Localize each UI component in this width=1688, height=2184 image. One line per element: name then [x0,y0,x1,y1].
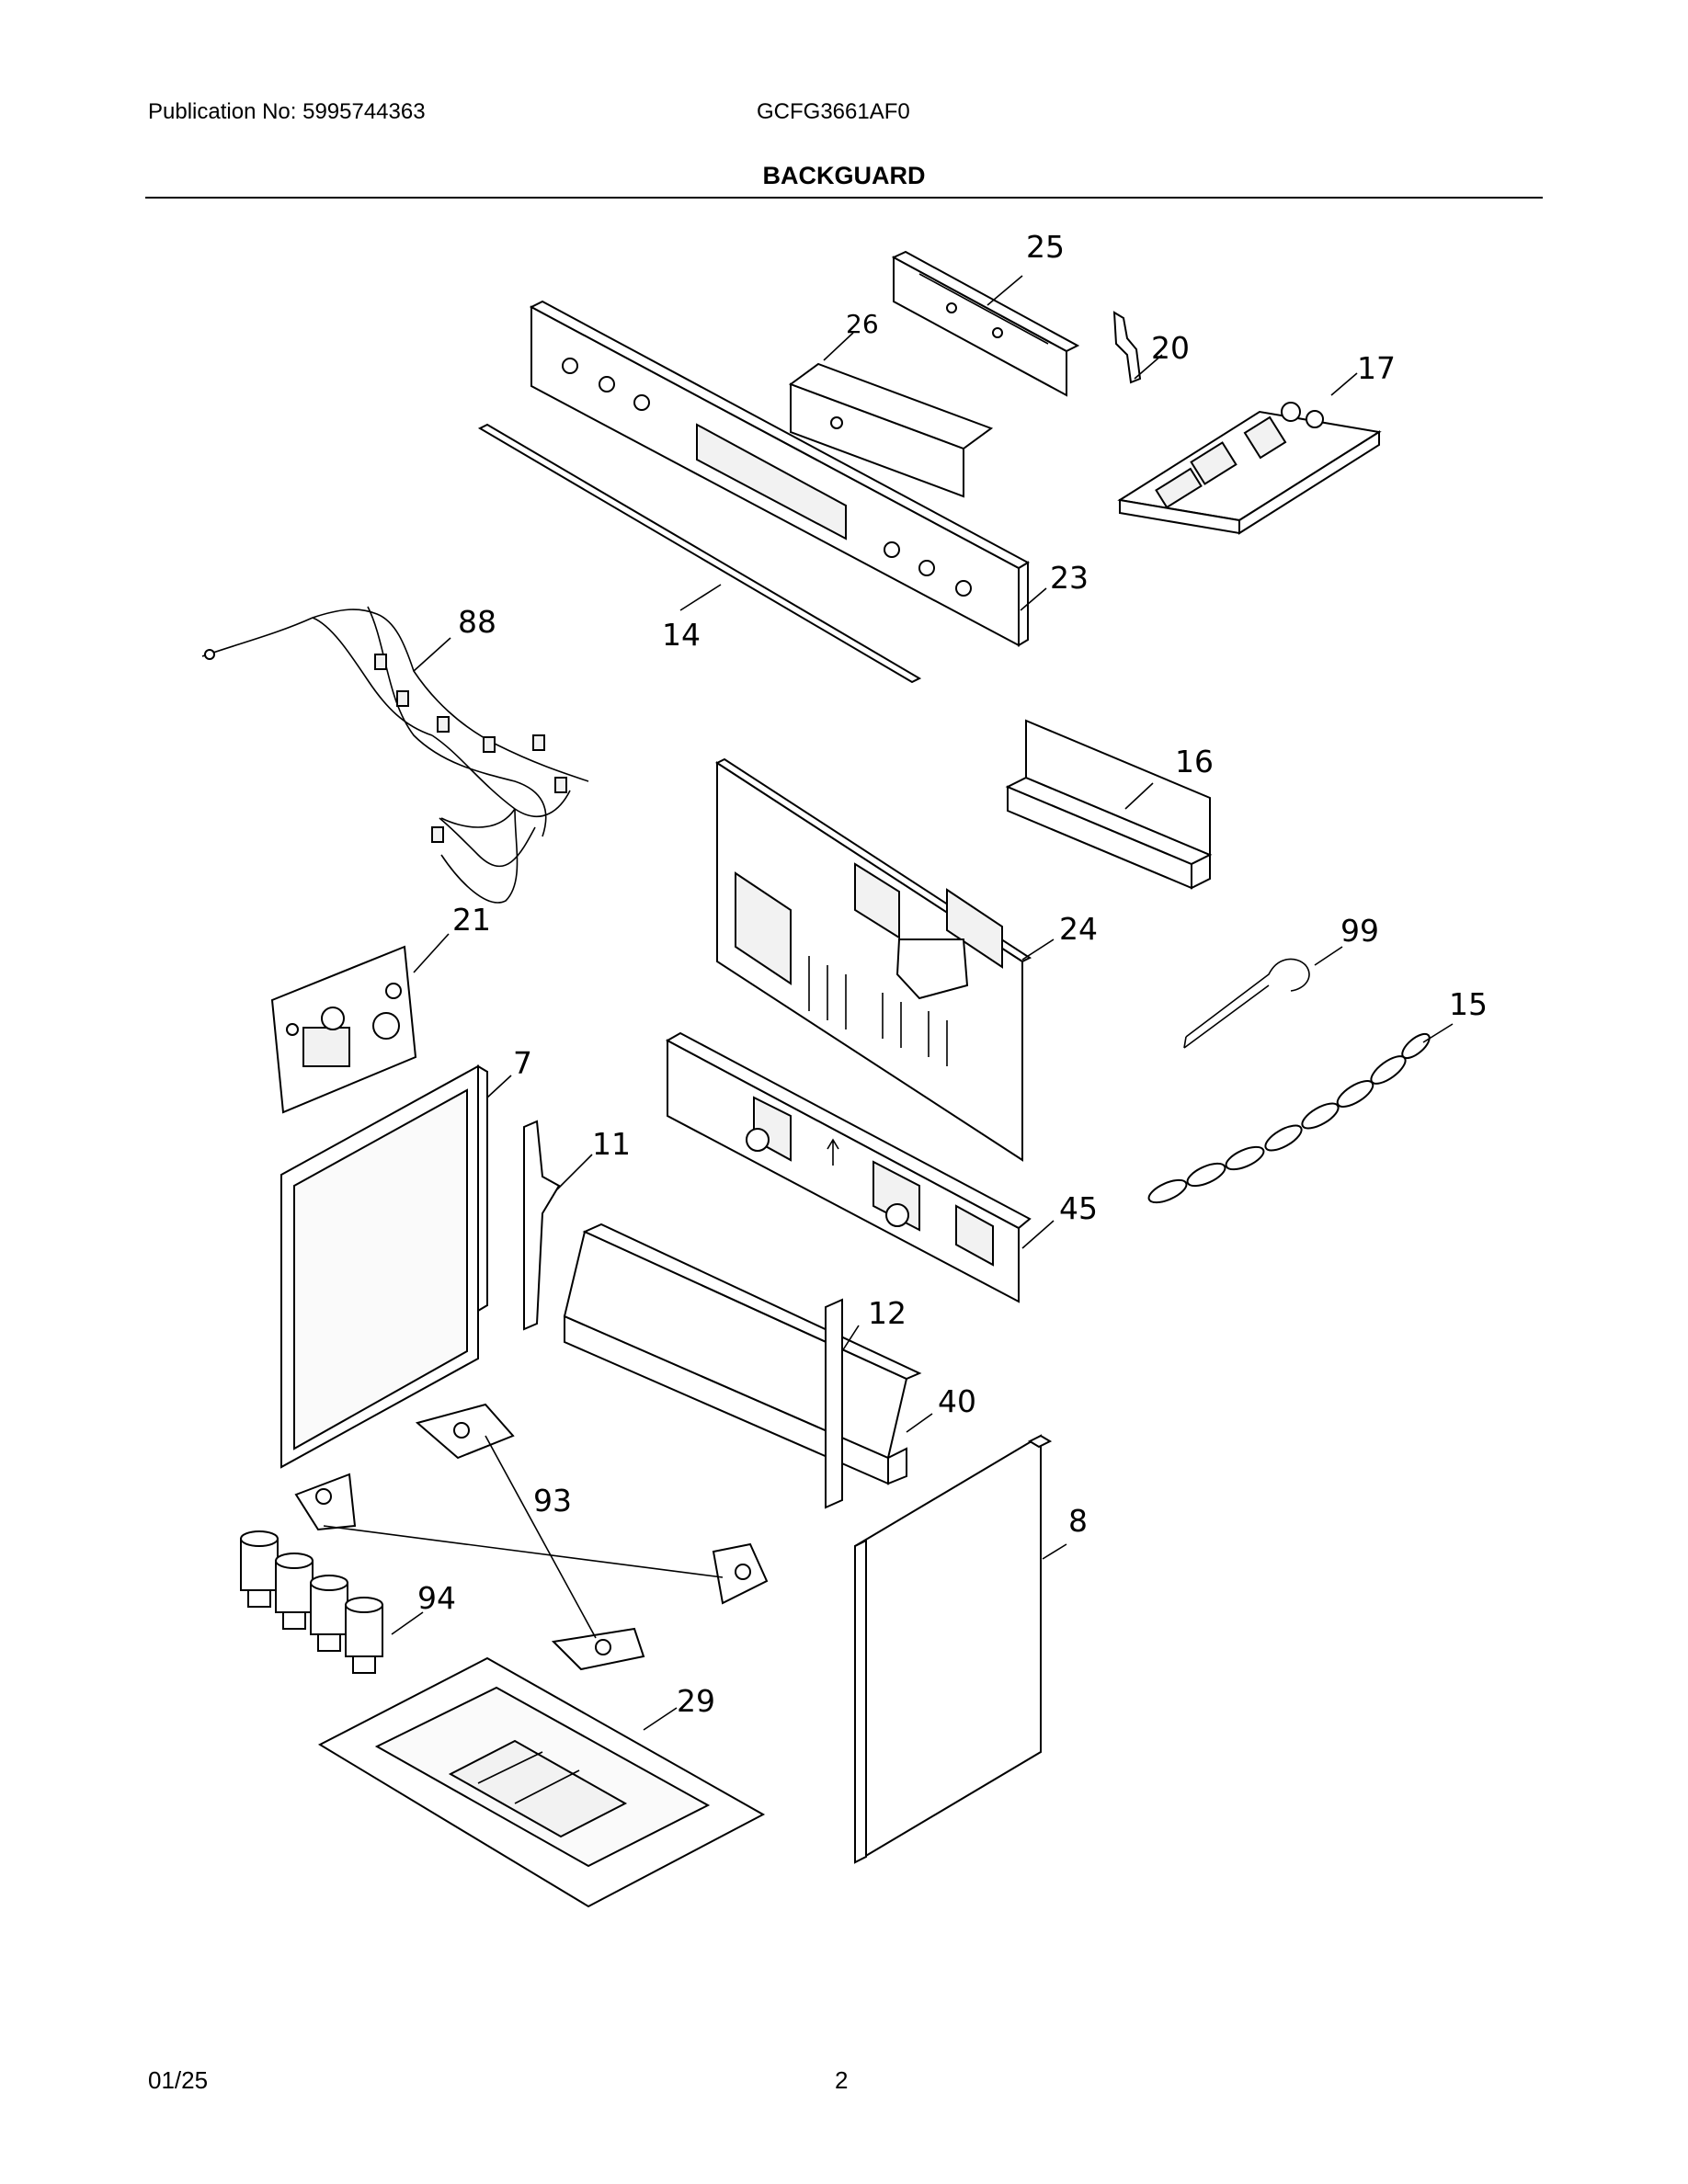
part-control-board [1117,402,1382,535]
part-manifold-panel [665,1031,1032,1303]
part-control-panel [529,300,1031,647]
callout-99: 99 [1340,913,1379,949]
part-leg-brackets [294,1403,769,1671]
callout-12: 12 [868,1295,907,1331]
leader-lines [323,275,1454,1731]
part-side-panel [854,1434,1053,1864]
part-leveling-legs [240,1530,383,1674]
part-panel-insert [788,362,994,498]
part-base-pan [317,1656,766,1908]
callout-14: 14 [662,617,701,653]
callout-16: 16 [1175,744,1214,779]
callout-94: 94 [417,1580,456,1616]
callout-21: 21 [452,902,491,938]
part-trim-strip [477,423,922,684]
part-vertical-post [825,1298,843,1509]
callout-11: 11 [592,1126,631,1162]
part-lower-trough [563,1223,922,1485]
callout-93: 93 [533,1483,572,1519]
publication-number: Publication No: 5995744363 [148,99,426,124]
part-clip [1112,311,1142,384]
callout-labels: 25 26 20 17 23 14 88 16 24 21 99 15 7 11… [417,229,1488,1719]
callout-17: 17 [1357,350,1396,386]
callout-26: 26 [846,309,879,339]
callout-88: 88 [458,604,496,640]
page-title: BACKGUARD [762,162,926,189]
part-chain [1147,1032,1431,1204]
callout-15: 15 [1449,986,1488,1022]
callout-29: 29 [677,1683,715,1719]
part-wire-harness [201,606,589,904]
callout-20: 20 [1151,330,1190,366]
model-number: GCFG3661AF0 [757,99,910,124]
callout-25: 25 [1026,229,1065,265]
callout-24: 24 [1059,911,1098,947]
part-channel [1005,719,1213,890]
footer-date: 01/25 [148,2066,209,2094]
part-side-bracket [523,1120,561,1331]
part-eye-hook [1183,958,1310,1049]
part-bracket-25 [891,250,1080,397]
callout-45: 45 [1059,1190,1098,1226]
callout-23: 23 [1050,560,1089,596]
callout-40: 40 [938,1383,976,1419]
page-number: 2 [835,2066,849,2094]
part-rear-panel [714,757,1032,1162]
part-side-frame [280,1064,488,1469]
header-rule [145,197,1543,199]
callout-8: 8 [1068,1503,1088,1539]
callout-7: 7 [513,1045,532,1081]
part-gas-valve [270,945,417,1114]
